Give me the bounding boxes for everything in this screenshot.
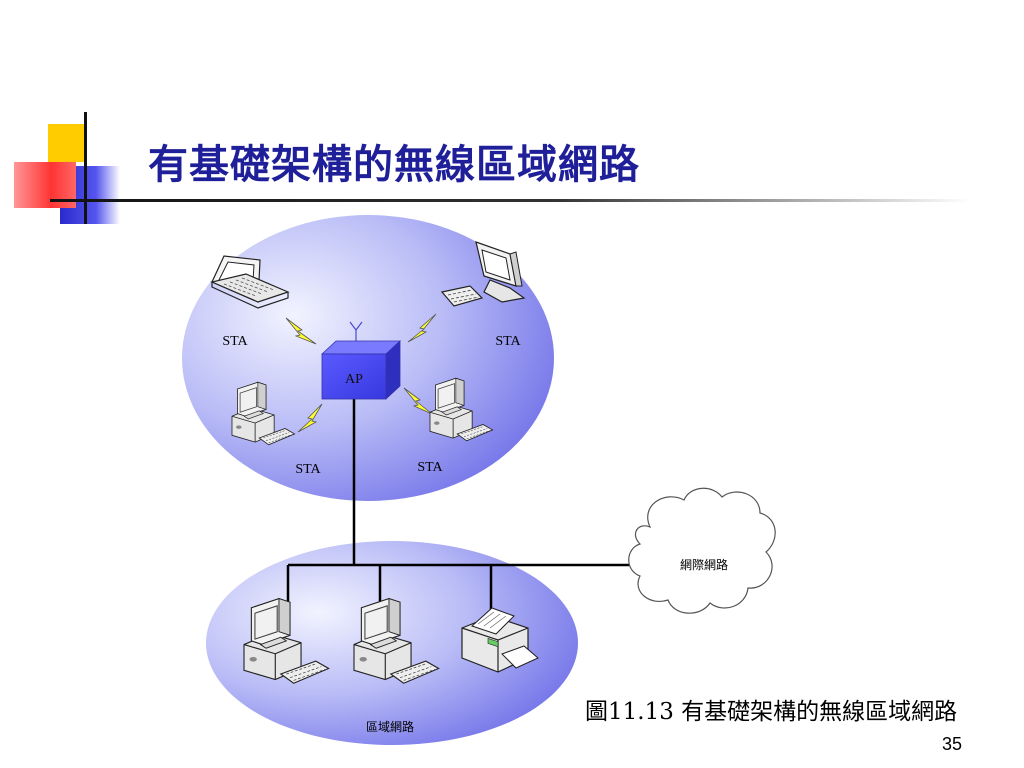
internet-label: 網際網路 bbox=[680, 557, 728, 572]
figure-caption: 圖11.13 有基礎架構的無線區域網路 bbox=[585, 699, 958, 725]
ap-label: AP bbox=[345, 372, 363, 387]
laptop-icon bbox=[210, 255, 290, 309]
access-point-icon bbox=[320, 321, 402, 400]
sta-label: STA bbox=[495, 334, 521, 349]
printer-icon bbox=[461, 607, 539, 673]
lan-label: 區域網路 bbox=[366, 719, 414, 734]
sta-label: STA bbox=[417, 460, 443, 475]
title-underline bbox=[50, 199, 970, 202]
decor-vertical-line bbox=[84, 112, 87, 224]
sta-label: STA bbox=[222, 334, 248, 349]
monitor-icon bbox=[440, 241, 526, 307]
page-title: 有基礎架構的無線區域網路 bbox=[148, 141, 640, 188]
sta-label: STA bbox=[295, 462, 321, 477]
wireless-signal-icons bbox=[285, 313, 437, 433]
network-cables bbox=[286, 398, 640, 612]
internet-cloud-icon bbox=[628, 487, 776, 614]
page-number: 35 bbox=[942, 734, 963, 754]
decor-yellow-square bbox=[48, 124, 84, 162]
